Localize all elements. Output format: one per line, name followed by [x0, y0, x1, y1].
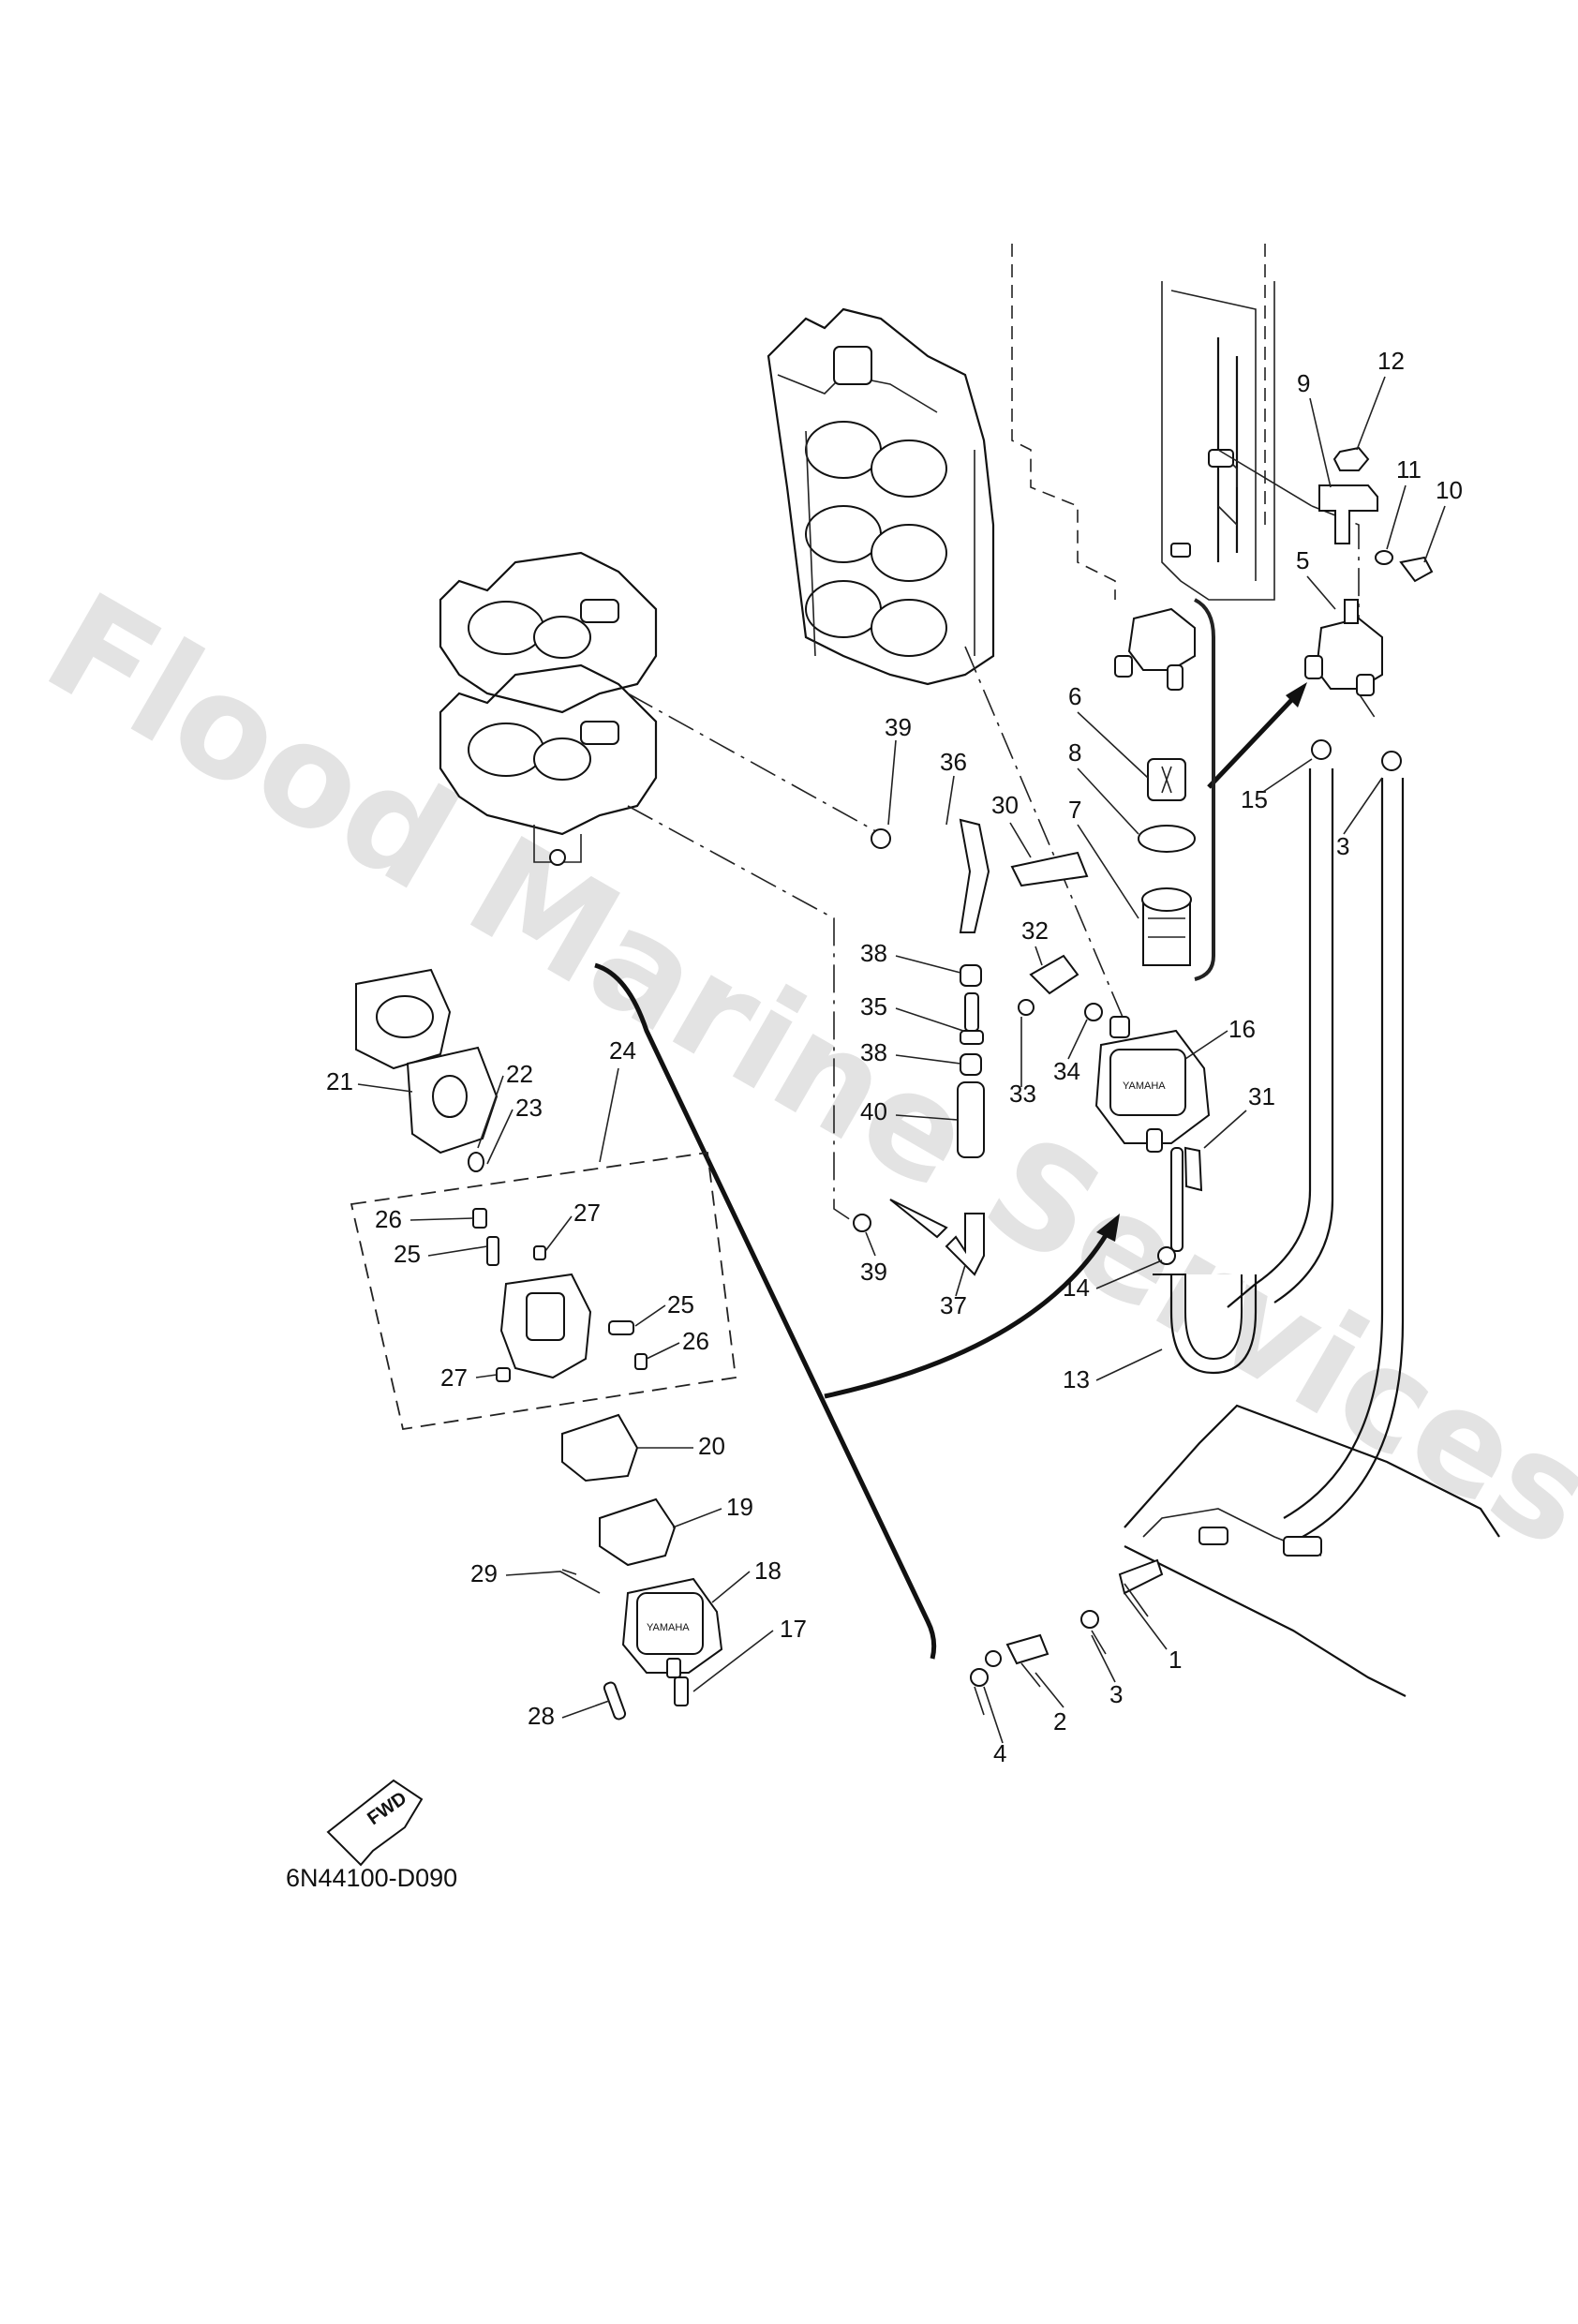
part-code-label: 6N44100-D090	[286, 1864, 457, 1892]
callout-leaders	[357, 376, 1446, 1744]
callout-13: 13	[1063, 1365, 1090, 1393]
fuel-pump-16: YAMAHA	[1094, 1016, 1211, 1153]
callout-26-left: 26	[375, 1205, 402, 1233]
small-parts-lower	[561, 1569, 689, 1721]
callout-17: 17	[780, 1615, 807, 1643]
fwd-arrow-icon: FWD	[326, 1779, 424, 1867]
hoses-and-clamps-center	[853, 818, 1258, 1375]
callout-25-left: 25	[394, 1240, 421, 1268]
callout-25-right: 25	[667, 1290, 694, 1318]
pump-arrow-curve	[824, 1226, 1113, 1399]
callout-16: 16	[1228, 1015, 1256, 1043]
fuel-filter-parts	[1114, 446, 1434, 966]
callout-3-upper: 3	[1336, 832, 1349, 860]
callout-22: 22	[506, 1060, 533, 1088]
callout-31: 31	[1248, 1082, 1275, 1110]
carburetor-assembly-drawing	[439, 551, 658, 866]
callout-35: 35	[860, 992, 887, 1020]
callout-40: 40	[860, 1097, 887, 1125]
arrow-head-right	[1286, 682, 1307, 708]
callout-38-upper: 38	[860, 939, 887, 967]
callout-12: 12	[1377, 347, 1405, 375]
callout-29: 29	[470, 1559, 498, 1587]
callout-38-lower: 38	[860, 1038, 887, 1066]
callout-7: 7	[1068, 796, 1081, 824]
callout-21: 21	[326, 1067, 353, 1095]
hoses-right	[1227, 739, 1405, 1538]
callout-9: 9	[1297, 369, 1310, 397]
callout-6: 6	[1068, 682, 1081, 710]
callout-14: 14	[1063, 1274, 1090, 1302]
fuel-pump-18: YAMAHA	[621, 1577, 723, 1678]
callout-23: 23	[515, 1094, 543, 1122]
callout-19: 19	[726, 1493, 753, 1521]
callout-37: 37	[940, 1291, 967, 1319]
arrow-head-pump	[1096, 1214, 1120, 1242]
callout-20: 20	[698, 1432, 725, 1460]
callout-39-lower: 39	[860, 1258, 887, 1286]
brand-label-pump-18: YAMAHA	[647, 1622, 690, 1633]
callout-15: 15	[1241, 785, 1268, 813]
callout-36: 36	[940, 748, 967, 776]
kit-bracket-right	[1194, 598, 1215, 981]
callout-24: 24	[609, 1036, 636, 1065]
callout-8: 8	[1068, 738, 1081, 767]
callout-3-lower: 3	[1109, 1680, 1123, 1708]
routing-lines	[627, 505, 1378, 1229]
engine-block-drawing	[1011, 244, 1313, 601]
callout-labels: 1 2 3 3 4 5 6 7 8 9 10 11 12 13 14 15 16…	[326, 347, 1463, 1767]
callout-28: 28	[528, 1702, 555, 1730]
brand-label-pump-16: YAMAHA	[1123, 1080, 1166, 1092]
callout-10: 10	[1436, 476, 1463, 504]
watermark-text: Flood Marine Services	[21, 562, 1578, 1579]
kit-box-24	[350, 1151, 737, 1431]
callout-1: 1	[1169, 1646, 1182, 1674]
callout-2: 2	[1053, 1707, 1066, 1736]
lower-cowl-drawing	[970, 1404, 1500, 1716]
pump-plates	[355, 968, 677, 1567]
kit-24-parts	[472, 1208, 648, 1382]
callout-27-lower: 27	[440, 1363, 468, 1392]
callout-26-right: 26	[682, 1327, 709, 1355]
callout-27-upper: 27	[573, 1199, 601, 1227]
callout-11: 11	[1396, 455, 1422, 484]
callout-33: 33	[1009, 1080, 1036, 1108]
callout-34: 34	[1053, 1057, 1080, 1085]
callout-18: 18	[754, 1557, 782, 1585]
callout-30: 30	[991, 791, 1019, 819]
callout-5: 5	[1296, 546, 1309, 574]
kit-arrow-right	[1207, 692, 1300, 789]
callout-32: 32	[1021, 916, 1049, 945]
cylinder-head-drawing	[767, 307, 995, 686]
callout-4: 4	[993, 1739, 1006, 1767]
callout-39-upper: 39	[885, 713, 912, 741]
pump-bracket-line	[594, 962, 937, 1660]
